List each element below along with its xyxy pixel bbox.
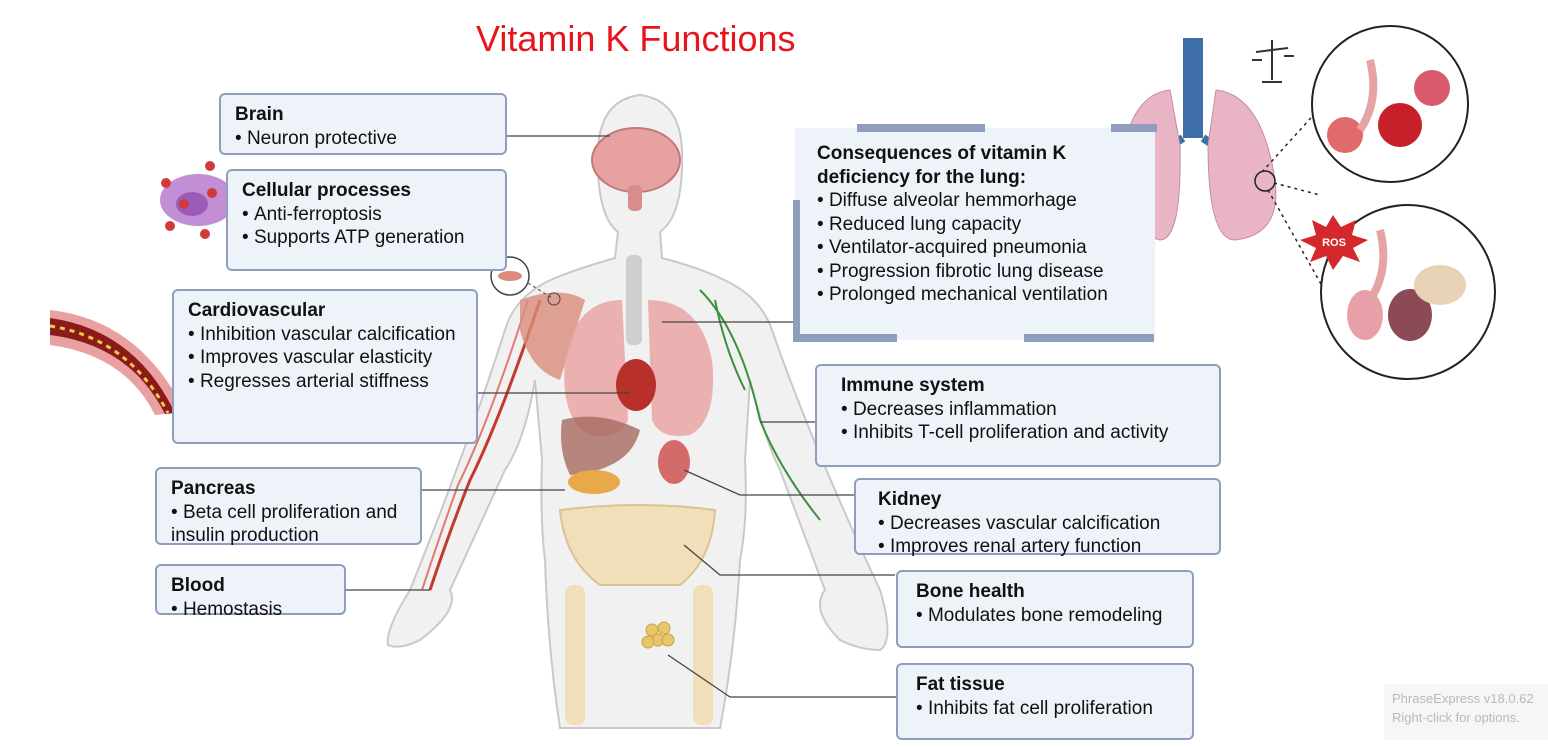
kidney-box: Kidney Decreases vascular calcification … <box>854 478 1221 557</box>
box-item: Decreases inflammation <box>841 398 1205 422</box>
femur-right-icon <box>693 585 713 725</box>
lung-panel-accent-top-right <box>1111 124 1157 132</box>
pelvis-icon <box>558 504 717 586</box>
healthy-alveoli-circle <box>1311 25 1469 183</box>
box-item: Hemostasis <box>171 598 330 622</box>
lung-zoom-circle <box>1254 170 1276 192</box>
cell-icon <box>160 161 237 239</box>
heart-icon <box>616 359 656 411</box>
box-heading: Blood <box>171 575 225 596</box>
cardiovascular-box: Cardiovascular Inhibition vascular calci… <box>172 289 478 444</box>
femur-left-icon <box>565 585 585 725</box>
lung-consequence-item: Diffuse alveolar hemmorhage <box>817 189 1133 213</box>
cellular-processes-box: Cellular processes Anti-ferroptosis Supp… <box>226 169 507 271</box>
lung-panel-accent-top-left <box>857 124 985 132</box>
kidney-icon <box>658 440 690 484</box>
trachea-icon <box>626 255 642 345</box>
bone-health-box: Bone health Modulates bone remodeling <box>896 570 1194 648</box>
page-title: Vitamin K Functions <box>476 18 796 59</box>
blood-box: Blood Hemostasis <box>155 564 346 620</box>
lung-panel-accent-bottom-right <box>1024 334 1154 342</box>
box-item: Beta cell proliferation and insulin prod… <box>171 501 406 548</box>
connector-lines <box>345 135 897 698</box>
box-heading: Cellular processes <box>242 180 411 201</box>
lungs-icon <box>564 300 714 436</box>
box-heading: Bone health <box>916 581 1025 602</box>
box-item: Improves vascular elasticity <box>188 346 462 370</box>
box-item: Supports ATP generation <box>242 226 491 250</box>
brain-box: Brain Neuron protective <box>219 93 507 155</box>
box-item: Modulates bone remodeling <box>916 604 1178 628</box>
box-heading: Cardiovascular <box>188 300 326 321</box>
box-heading: Brain <box>235 104 284 125</box>
fat-cells-icon <box>641 621 675 649</box>
liver-icon <box>561 416 640 475</box>
overlay-line: PhraseExpress v18.0.62 <box>1392 691 1534 706</box>
box-heading: Pancreas <box>171 478 256 499</box>
lung-consequences-box: Consequences of vitamin K deficiency for… <box>795 128 1155 340</box>
ros-burst-icon <box>1300 215 1368 270</box>
lung-consequence-item: Prolonged mechanical ventilation <box>817 283 1133 307</box>
damaged-alveoli-icon <box>1347 229 1466 341</box>
lung-panel-accent-left <box>793 200 800 338</box>
human-body-silhouette <box>386 93 889 729</box>
overlay-line: Right-click for options. <box>1392 710 1520 725</box>
box-item: Decreases vascular calcification <box>878 512 1205 536</box>
lung-consequence-item: Ventilator-acquired pneumonia <box>817 236 1133 260</box>
lung-panel-accent-bottom-left <box>793 334 897 342</box>
fat-tissue-box: Fat tissue Inhibits fat cell proliferati… <box>896 663 1194 740</box>
box-heading: Kidney <box>878 489 942 510</box>
pancreas-box: Pancreas Beta cell proliferation and ins… <box>155 467 422 548</box>
lymph-vessels <box>699 289 821 521</box>
artery-icon <box>49 310 185 415</box>
box-item: Anti-ferroptosis <box>242 203 491 227</box>
box-item: Improves renal artery function <box>878 535 1205 559</box>
box-item: Inhibition vascular calcification <box>188 323 462 347</box>
phraseexpress-overlay[interactable]: PhraseExpress v18.0.62 Right-click for o… <box>1384 684 1548 740</box>
brain-icon <box>591 127 681 211</box>
ros-label: ROS <box>1322 237 1346 249</box>
box-heading: Immune system <box>841 375 985 396</box>
box-heading: Fat tissue <box>916 674 1005 695</box>
healthy-alveoli-icon <box>1327 59 1450 153</box>
muscle-icon <box>520 292 585 380</box>
box-item: Inhibits T-cell proliferation and activi… <box>841 421 1205 445</box>
box-item: Regresses arterial stiffness <box>188 370 462 394</box>
immune-system-box: Immune system Decreases inflammation Inh… <box>815 364 1221 467</box>
arm-vessels <box>428 299 542 591</box>
pancreas-icon <box>568 470 620 494</box>
box-item: Inhibits fat cell proliferation <box>916 697 1178 721</box>
scale-icon <box>1252 40 1294 83</box>
lung-consequences-heading: Consequences of vitamin K deficiency for… <box>817 143 1067 188</box>
lung-consequence-item: Reduced lung capacity <box>817 213 1133 237</box>
box-item: Neuron protective <box>235 127 491 151</box>
lung-consequence-item: Progression fibrotic lung disease <box>817 260 1133 284</box>
